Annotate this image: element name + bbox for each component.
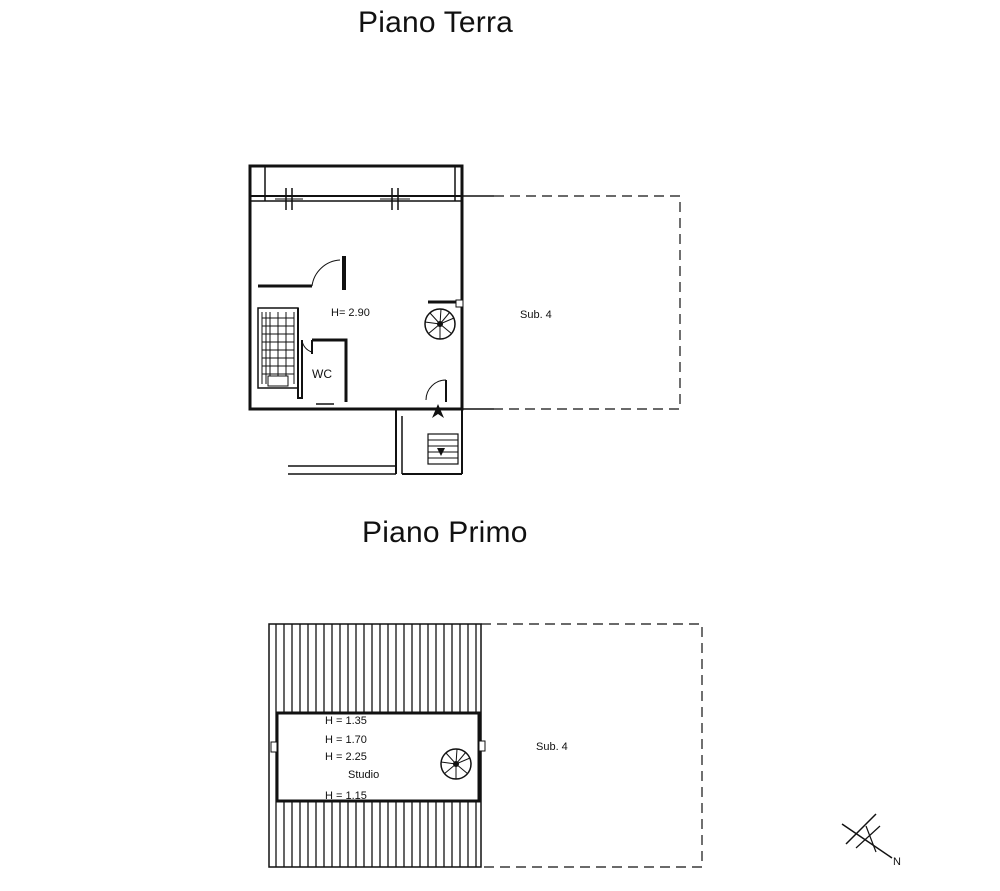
ground-height-label: H= 2.90: [331, 307, 370, 319]
window: [478, 740, 486, 752]
north-arrow-icon: N: [841, 813, 901, 868]
height-label-1: H = 1.35: [325, 715, 367, 727]
north-label: N: [893, 856, 901, 868]
spiral-staircase: [424, 299, 464, 340]
window: [270, 741, 278, 753]
spiral-staircase: [440, 748, 472, 780]
wc-wall: [312, 338, 348, 402]
sub-4-area: [494, 195, 681, 410]
door-swing: [311, 259, 341, 287]
ground-sub-label: Sub. 4: [520, 309, 552, 321]
outer-wall: [248, 164, 464, 411]
window: [380, 188, 410, 210]
staircase: [257, 307, 299, 389]
first-sub-label: Sub. 4: [536, 741, 568, 753]
sub-4-area: [481, 623, 703, 868]
wc-wall: [297, 308, 303, 399]
entry-steps: [288, 409, 463, 475]
height-label-2: H = 1.70: [325, 734, 367, 746]
first-floor-title: Piano Primo: [362, 516, 528, 549]
studio-room: [275, 711, 481, 803]
ground-floor-plan: WC H= 2.90: [248, 164, 681, 475]
height-label-3: H = 2.25: [325, 751, 367, 763]
first-floor-plan: H = 1.35 H = 1.70 H = 2.25 Studio H = 1.…: [268, 623, 703, 868]
wc-door-swing: [301, 339, 313, 353]
height-label-bottom: H = 1.15: [325, 790, 367, 802]
window: [275, 188, 303, 210]
entry-door-swing: [425, 379, 447, 401]
ground-floor-title: Piano Terra: [358, 6, 514, 39]
wc-label: WC: [312, 367, 332, 381]
studio-label: Studio: [348, 769, 379, 781]
entry-arrow: [432, 404, 444, 418]
